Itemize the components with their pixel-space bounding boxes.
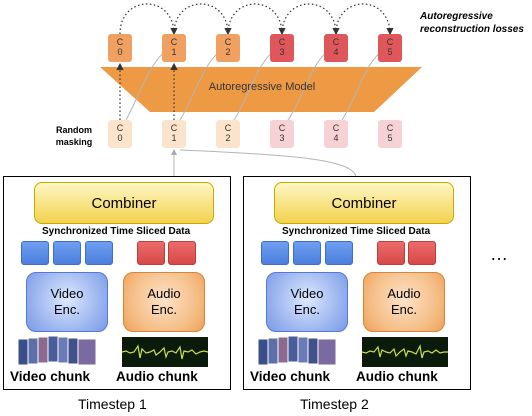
video-slice-square	[293, 241, 321, 265]
audio-slice-square	[137, 241, 165, 265]
audio-encoder: Audio Enc.	[123, 272, 205, 332]
audio-encoder: Audio Enc.	[363, 272, 445, 332]
autoregressive-model-label: Autoregressive Model	[208, 81, 316, 93]
reconstruction-losses-label: Autoregressive reconstruction losses	[420, 11, 524, 35]
video-slice-square	[21, 241, 49, 265]
audio-slice-square	[408, 241, 436, 265]
audio-slice-square	[377, 241, 405, 265]
timestep-panel-2: Combiner Synchronized Time Sliced Data V…	[243, 176, 471, 390]
video-slice-square	[325, 241, 353, 265]
masking-dotted-links	[116, 62, 178, 120]
audio-waveform-image	[362, 337, 448, 367]
video-chunk-label: Video chunk	[10, 369, 91, 384]
video-frames-image	[18, 335, 97, 366]
video-encoder: Video Enc.	[26, 272, 108, 332]
video-frames-image	[258, 335, 337, 366]
autoregressive-model-shape	[100, 67, 422, 112]
ellipsis: …	[490, 244, 508, 264]
video-slice-square	[85, 241, 113, 265]
reconstruction-arcs	[119, 3, 394, 36]
video-chunk-label: Video chunk	[250, 369, 331, 384]
panel-to-token-lines	[171, 149, 357, 177]
video-slice-square	[53, 241, 81, 265]
audio-slice-square	[168, 241, 196, 265]
audio-chunk-label: Audio chunk	[116, 369, 198, 384]
combiner-box: Combiner	[274, 182, 454, 224]
random-masking-label: Random masking	[55, 125, 93, 147]
timestep-panel-1: Combiner Synchronized Time Sliced Data V…	[3, 176, 231, 390]
timestep-label-2: Timestep 2	[300, 396, 369, 412]
timestep-label-1: Timestep 1	[78, 396, 147, 412]
combiner-box: Combiner	[34, 182, 214, 224]
sync-data-title: Synchronized Time Sliced Data	[282, 226, 431, 237]
audio-chunk-label: Audio chunk	[356, 369, 438, 384]
video-slice-square	[261, 241, 289, 265]
audio-waveform-image	[122, 337, 208, 367]
sync-data-title: Synchronized Time Sliced Data	[42, 226, 191, 237]
video-encoder: Video Enc.	[266, 272, 348, 332]
